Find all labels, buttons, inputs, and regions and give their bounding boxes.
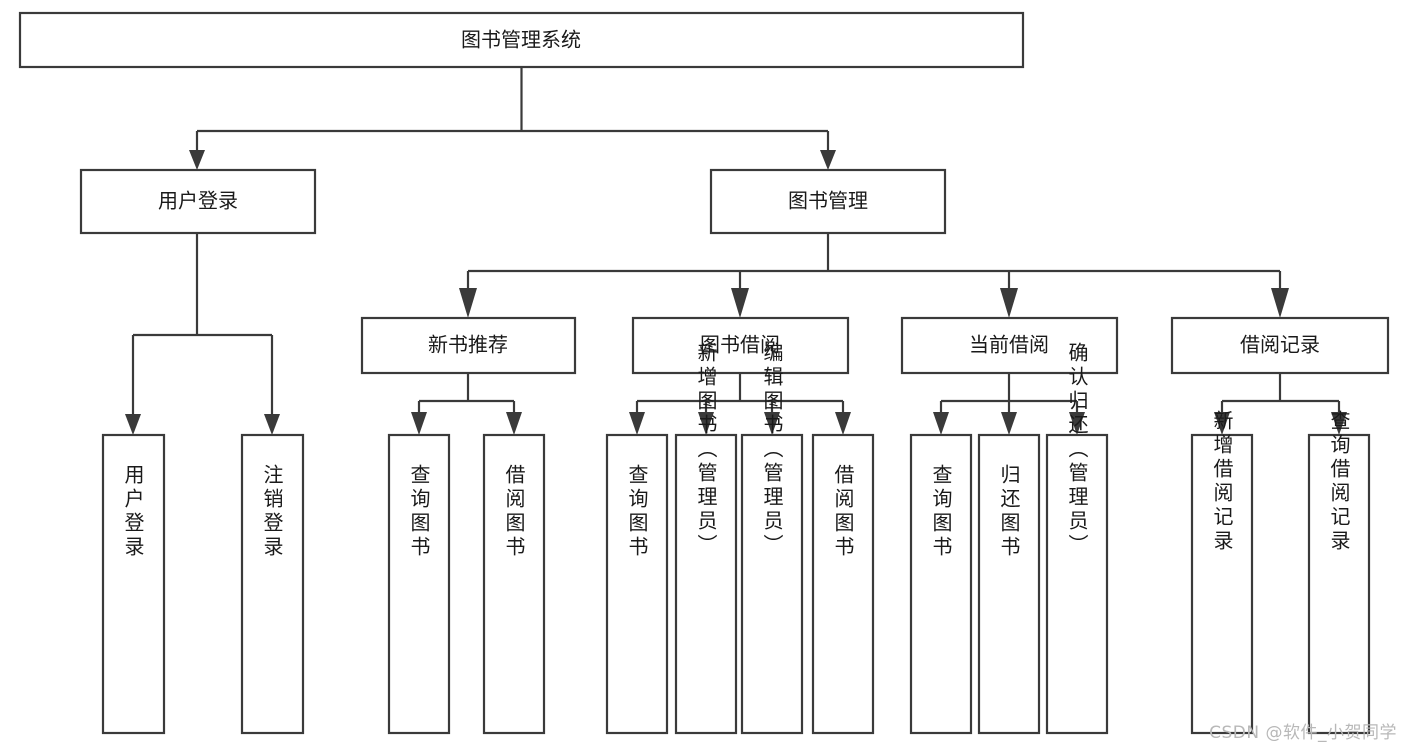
arrow-head-book-borrow (731, 288, 749, 318)
arrow-head-leaf-borrow-4 (835, 412, 851, 435)
arrow-head-leaf-record-1 (1214, 412, 1230, 435)
node-book-management[interactable]: 图书管理 (709, 168, 947, 235)
leaf-node-recommend-query-book[interactable]: 查询图书 (387, 433, 451, 735)
leaf-node-record-add-record[interactable]: 新增借阅记录 (1190, 410, 1254, 735)
leaf-label-record-query-record: 查询借阅记录 (1327, 410, 1351, 554)
node-root-book-management-system[interactable]: 图书管理系统 (18, 11, 1025, 69)
node-user-login[interactable]: 用户登录 (79, 168, 317, 235)
arrow-head-leaf-borrow-3 (764, 412, 780, 435)
node-book-borrow[interactable]: 图书借阅 (631, 316, 850, 375)
arrow-head-leaf-current-1 (933, 412, 949, 435)
leaf-node-current-query-book[interactable]: 查询图书 (909, 433, 973, 735)
leaf-node-logout[interactable]: 注销登录 (240, 433, 305, 735)
node-label-book-management: 图书管理 (788, 189, 868, 213)
leaf-node-borrow-query-book[interactable]: 查询图书 (605, 433, 669, 735)
arrow-head-leaf-borrow-1 (629, 412, 645, 435)
arrow-head-current-borrow (1000, 288, 1018, 318)
node-borrow-record[interactable]: 借阅记录 (1170, 316, 1390, 375)
leaf-node-recommend-borrow-book[interactable]: 借阅图书 (482, 433, 546, 735)
leaf-label-record-add-record: 新增借阅记录 (1210, 410, 1234, 554)
leaf-label-current-confirm-return-admin: 确认归还（管理员） (1065, 342, 1089, 558)
node-label-current-borrow: 当前借阅 (969, 333, 1049, 357)
connector-layer (125, 67, 1347, 435)
node-new-book-recommend[interactable]: 新书推荐 (360, 316, 577, 375)
leaf-label-recommend-query-book: 查询图书 (407, 464, 431, 560)
leaf-label-user-login: 用户登录 (121, 464, 145, 560)
leaf-node-record-query-record[interactable]: 查询借阅记录 (1307, 410, 1371, 735)
arrow-head-leaf-current-3 (1069, 412, 1085, 435)
leaf-node-current-return-book[interactable]: 归还图书 (977, 433, 1041, 735)
arrow-head-book-manage (820, 150, 836, 170)
node-current-borrow[interactable]: 当前借阅 (900, 316, 1119, 375)
node-label-borrow-record: 借阅记录 (1240, 333, 1320, 357)
leaf-label-borrow-borrow-book: 借阅图书 (831, 464, 855, 560)
arrow-head-user-login (189, 150, 205, 170)
leaf-label-current-return-book: 归还图书 (997, 464, 1021, 560)
node-label-user-login: 用户登录 (158, 189, 238, 213)
arrow-head-leaf-borrow-2 (698, 412, 714, 435)
leaf-node-user-login[interactable]: 用户登录 (101, 433, 166, 735)
leaf-label-borrow-query-book: 查询图书 (625, 464, 649, 560)
leaf-node-current-confirm-return-admin[interactable]: 确认归还（管理员） (1045, 342, 1109, 735)
leaf-label-recommend-borrow-book: 借阅图书 (502, 464, 526, 560)
node-label-book-borrow: 图书借阅 (700, 333, 780, 357)
arrow-head-leaf-recommend-1 (411, 412, 427, 435)
arrow-head-leaf-logout (264, 414, 280, 435)
leaf-label-borrow-add-book-admin: 新增图书（管理员） (694, 342, 718, 558)
node-label-new-book-recommend: 新书推荐 (428, 333, 508, 357)
arrow-head-leaf-user-login (125, 414, 141, 435)
arrow-head-leaf-current-2 (1001, 412, 1017, 435)
arrow-head-new-book-recommend (459, 288, 477, 318)
leaf-node-borrow-borrow-book[interactable]: 借阅图书 (811, 433, 875, 735)
node-label-root: 图书管理系统 (461, 28, 581, 52)
arrow-head-leaf-record-2 (1331, 412, 1347, 435)
leaf-label-current-query-book: 查询图书 (929, 464, 953, 560)
leaf-label-logout: 注销登录 (260, 464, 284, 560)
leaf-node-borrow-edit-book-admin[interactable]: 编辑图书（管理员） (740, 342, 804, 735)
leaf-node-borrow-add-book-admin[interactable]: 新增图书（管理员） (674, 342, 738, 735)
arrow-head-borrow-record (1271, 288, 1289, 318)
leaf-label-borrow-edit-book-admin: 编辑图书（管理员） (760, 342, 784, 558)
arrow-head-leaf-recommend-2 (506, 412, 522, 435)
